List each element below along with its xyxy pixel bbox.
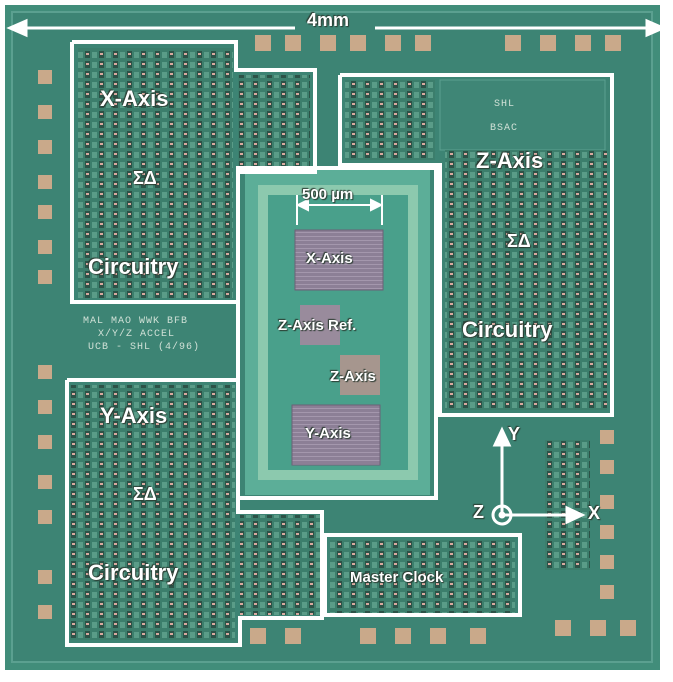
z-circuit-texture — [445, 150, 607, 410]
bond-pads-right — [600, 430, 614, 599]
clock-texture — [330, 540, 515, 615]
y-aux-texture — [240, 515, 320, 615]
z-circuitry-label: Circuitry — [462, 317, 553, 342]
x-circuit-title: X-Axis — [100, 86, 169, 111]
z-circuit-title: Z-Axis — [476, 148, 544, 173]
y-circuit-title: Y-Axis — [100, 403, 168, 428]
axis-y-label: Y — [508, 424, 521, 444]
bond-pads-top — [255, 35, 621, 51]
right-bottom-texture — [545, 440, 590, 570]
y-sigma-delta: ΣΔ — [133, 484, 157, 504]
sensor-region-outline — [236, 166, 438, 500]
z-sigma-delta: ΣΔ — [507, 231, 531, 251]
x-region-outline — [70, 40, 317, 304]
z-axis-ref-sensor-label: Z-Axis Ref. — [278, 317, 357, 334]
x-sigma-delta: ΣΔ — [133, 168, 157, 188]
z-axis-sensor — [340, 355, 380, 395]
clock-region-outline — [323, 533, 522, 617]
y-axis-sensor-label: Y-Axis — [305, 425, 351, 442]
bond-pads-bottom — [250, 620, 636, 644]
x-axis-sensor-label: X-Axis — [306, 250, 353, 267]
x-circuit-texture — [78, 48, 233, 298]
scale-bar — [295, 195, 384, 225]
x-axis-sensor — [294, 229, 384, 291]
die-width-label: 4mm — [307, 10, 350, 30]
scale-bar-label: 500 µm — [302, 186, 354, 203]
z-aux-texture — [345, 80, 435, 160]
logo-line-1: SHL — [494, 99, 516, 110]
z-logo-block — [439, 79, 606, 151]
z-axis-ref-sensor — [300, 305, 340, 345]
y-circuit-texture — [70, 385, 235, 640]
z-axis-sensor-label: Z-Axis — [330, 368, 376, 385]
x-circuitry-label: Circuitry — [88, 254, 179, 279]
x-aux-texture — [238, 75, 310, 167]
y-circuitry-label: Circuitry — [88, 560, 179, 585]
axis-x-label: X — [588, 503, 601, 523]
axis-z-label: Z — [473, 502, 484, 522]
z-region-outline — [338, 73, 614, 417]
die-marking-line-3: UCB - SHL (4/96) — [88, 342, 201, 353]
die-marking-line-2: X/Y/Z ACCEL — [98, 329, 176, 340]
z-axis-symbol — [491, 504, 513, 526]
master-clock-label: Master Clock — [350, 569, 444, 586]
die-marking-line-1: MAL MAO WWK BFB — [83, 316, 189, 327]
die-width-dimension — [6, 18, 667, 38]
logo-line-2: BSAC — [490, 123, 519, 134]
axes-indicator-arrows — [491, 426, 586, 526]
bond-pads-left — [38, 70, 52, 619]
y-axis-sensor — [291, 404, 381, 466]
region-outlines — [65, 40, 614, 647]
